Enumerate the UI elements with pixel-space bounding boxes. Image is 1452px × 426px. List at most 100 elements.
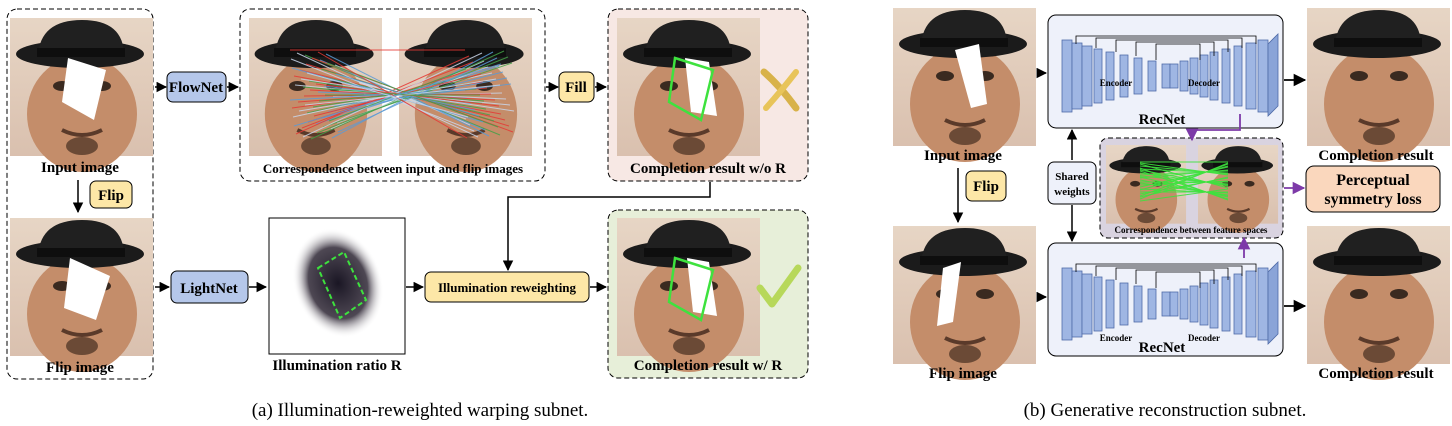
recnet-top-to-features-arrow xyxy=(1185,114,1241,142)
skip-connection xyxy=(1095,37,1243,48)
decoder-layer xyxy=(1199,54,1209,98)
encoder-layer xyxy=(1093,48,1103,104)
correspondence-lines xyxy=(289,49,515,140)
recnet-bottom-label: RecNet xyxy=(1139,340,1186,356)
decoder-layer xyxy=(1233,45,1243,107)
encoder-layer xyxy=(1119,282,1129,326)
decoder-layer xyxy=(1189,285,1199,323)
right-flip-label: Flip image xyxy=(929,366,997,382)
recnet-top-unet xyxy=(1061,33,1279,117)
decoder-layer xyxy=(1179,288,1189,320)
check-icon xyxy=(756,264,802,308)
skip-connection xyxy=(1115,267,1229,280)
encoder-bottom-label: Encoder xyxy=(1100,333,1133,343)
lightnet-box xyxy=(170,270,249,304)
caption-a: (a) Illumination-reweighted warping subn… xyxy=(252,400,589,421)
feature-corr-line xyxy=(1139,188,1229,194)
output-layer xyxy=(1267,33,1279,117)
decoder-layer xyxy=(1257,39,1269,113)
fill-label: Fill xyxy=(565,80,587,96)
recnet-bottom-unet xyxy=(1061,261,1279,345)
completion-wo-image xyxy=(615,16,762,174)
correspondence-group xyxy=(239,8,546,182)
completion-to-reweight-arrow xyxy=(502,182,711,272)
flip-box-right xyxy=(965,170,1007,202)
decoder-layer xyxy=(1221,48,1231,104)
flip-image xyxy=(8,216,155,374)
feature-corr-line xyxy=(1139,169,1229,187)
illum-reweight-label: Illumination reweighting xyxy=(438,280,577,295)
decoder-layer xyxy=(1209,279,1219,329)
illum-reweight-box xyxy=(424,271,590,303)
correspondence-label: Correspondence between input and flip im… xyxy=(263,161,523,176)
lightnet-label: LightNet xyxy=(180,281,238,297)
encoder-layer xyxy=(1161,291,1171,317)
encoder-layer xyxy=(1081,45,1093,107)
flownet-box xyxy=(166,71,227,103)
illum-mask-outline xyxy=(316,250,368,320)
decoder-layer xyxy=(1221,276,1231,332)
perceptual-loss-box xyxy=(1305,165,1441,213)
encoder-layer xyxy=(1061,39,1073,113)
caption-b: (b) Generative reconstruction subnet. xyxy=(1024,400,1307,421)
encoder-layer xyxy=(1161,63,1171,89)
feature-corr-line xyxy=(1139,163,1229,197)
flip-label-right: Flip xyxy=(973,179,999,195)
decoder-layer xyxy=(1169,291,1179,317)
perceptual-label-2: symmetry loss xyxy=(1324,191,1421,208)
decoder-bottom-label: Decoder xyxy=(1188,333,1220,343)
correspondence-line xyxy=(330,88,485,102)
decoder-layer xyxy=(1169,63,1179,89)
feature-corr-line xyxy=(1139,163,1229,189)
flip-label-left: Flip xyxy=(98,188,124,204)
recnet-top-label: RecNet xyxy=(1139,112,1186,128)
feature-corr-line xyxy=(1139,162,1229,176)
feature-corr-lines xyxy=(1139,161,1229,202)
encoder-top-label: Encoder xyxy=(1100,78,1133,88)
skip-connection xyxy=(1135,269,1215,284)
encoder-layer xyxy=(1071,42,1083,110)
skip-connection xyxy=(1075,35,1257,44)
decoder-layer xyxy=(1209,51,1219,101)
shared-weights-box xyxy=(1047,161,1097,205)
fill-box xyxy=(558,71,595,103)
completion-bottom-image xyxy=(1305,224,1452,382)
correspondence-line xyxy=(337,57,498,133)
flip-box-left xyxy=(89,180,133,209)
decoder-top-label: Decoder xyxy=(1188,78,1220,88)
completion-w-label: Completion result w/ R xyxy=(634,358,783,374)
completion-bottom-label: Completion result xyxy=(1318,366,1433,382)
shared-weights-label-2: weights xyxy=(1054,186,1090,198)
input-flip-group xyxy=(6,8,154,380)
skip-connection xyxy=(1155,43,1201,60)
encoder-layer xyxy=(1147,288,1157,320)
flip-image-label: Flip image xyxy=(46,360,114,376)
skip-connection xyxy=(1095,265,1243,276)
decoder-layer xyxy=(1257,267,1269,341)
feature-corr-line xyxy=(1139,176,1229,198)
completion-top-label: Completion result xyxy=(1318,148,1433,164)
decoder-layer xyxy=(1189,57,1199,95)
encoder-layer xyxy=(1147,60,1157,92)
right-input-label: Input image xyxy=(924,148,1002,164)
decoder-layer xyxy=(1179,60,1189,92)
feature-corr-label: Correspondence between feature spaces xyxy=(1115,225,1268,235)
decoder-layer xyxy=(1245,270,1257,338)
skip-connection xyxy=(1115,39,1229,52)
encoder-layer xyxy=(1105,279,1115,329)
correspondence-line xyxy=(317,51,468,139)
skip-connection xyxy=(1155,271,1201,288)
encoder-layer xyxy=(1119,54,1129,98)
illum-ratio-blob xyxy=(292,228,384,338)
perceptual-label-1: Perceptual xyxy=(1336,172,1410,189)
shared-weights-label-1: Shared xyxy=(1055,171,1088,183)
correspondence-line xyxy=(306,72,469,118)
completion-top-image xyxy=(1305,6,1452,164)
decoder-layer xyxy=(1233,273,1243,335)
skip-connection xyxy=(1075,263,1257,272)
right-flip-image xyxy=(891,224,1038,382)
input-image xyxy=(8,16,155,174)
completion-wo-label: Completion result w/o R xyxy=(630,161,786,177)
decoder-layer xyxy=(1245,42,1257,110)
